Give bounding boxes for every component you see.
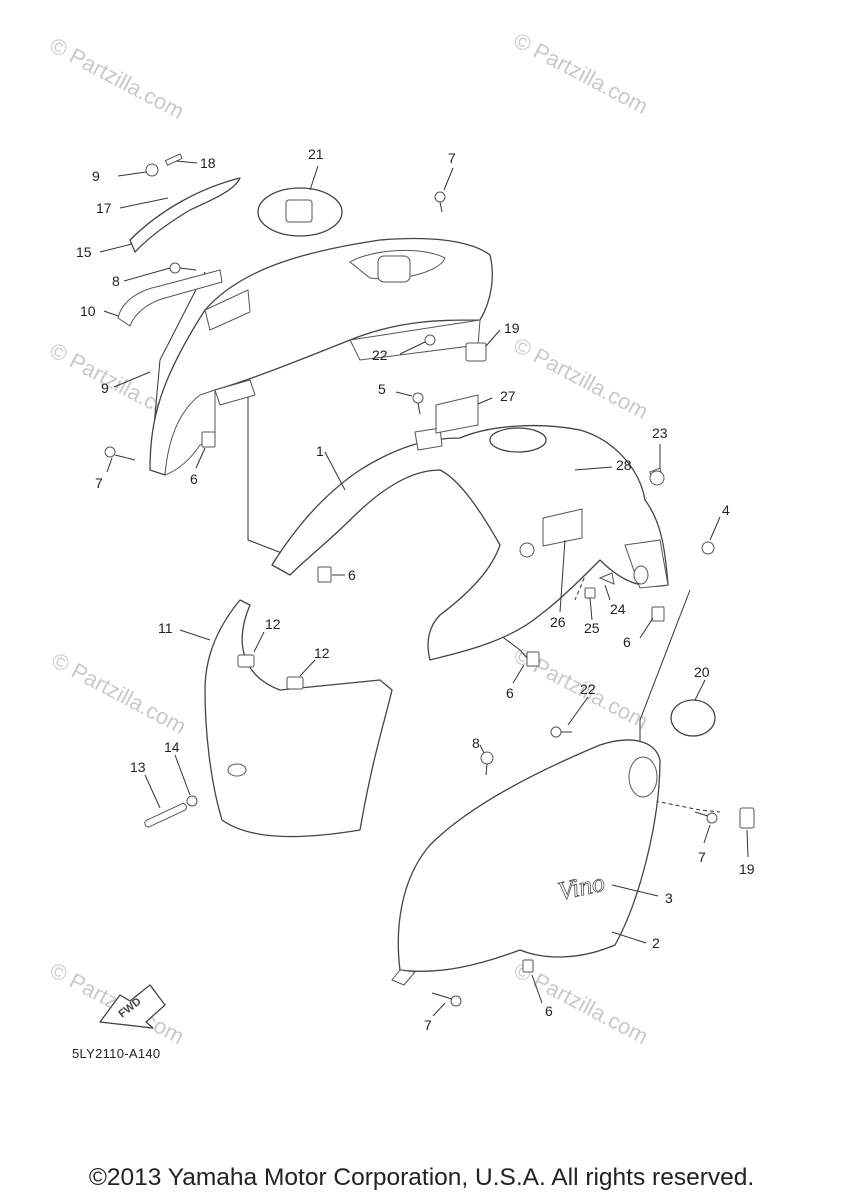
callout-5: 5 [378, 381, 386, 397]
rear-top-cover [149, 237, 493, 476]
side-cover: Vino [391, 739, 661, 986]
callout-7: 7 [698, 849, 706, 865]
callout-17: 17 [96, 200, 112, 216]
callout-23: 23 [652, 425, 668, 441]
callout-24: 24 [610, 601, 626, 617]
callout-leaders [99, 160, 749, 1017]
callout-1: 1 [316, 443, 324, 459]
inset-bubble [257, 187, 446, 283]
callout-28: 28 [616, 457, 632, 473]
leg-shield [204, 599, 393, 838]
callout-13: 13 [130, 759, 146, 775]
callout-numbers: 9 18 17 15 8 10 9 21 7 22 19 5 27 7 6 1 … [76, 146, 755, 1033]
callout-12: 12 [314, 645, 330, 661]
assembly-line [599, 789, 721, 813]
rear-trim [129, 153, 241, 253]
rear-emblem [117, 269, 223, 327]
callout-21: 21 [308, 146, 324, 162]
callout-7: 7 [448, 150, 456, 166]
callout-22: 22 [372, 347, 388, 363]
callout-12: 12 [265, 616, 281, 632]
callout-16: 9 [92, 168, 100, 184]
watermark: © Partzilla.com [510, 27, 653, 119]
callout-7: 7 [424, 1017, 432, 1033]
callout-26: 26 [550, 614, 566, 630]
callout-4: 4 [722, 502, 730, 518]
callout-8: 8 [472, 735, 480, 751]
callout-6: 6 [506, 685, 514, 701]
callout-6: 6 [623, 634, 631, 650]
caution-labels [435, 394, 583, 547]
fwd-arrow: FWD [99, 984, 166, 1029]
callout-2: 2 [652, 935, 660, 951]
inner-frame [271, 424, 669, 661]
diagram-code: 5LY2110-A140 [72, 1046, 161, 1061]
watermark: © Partzilla.com [510, 332, 653, 424]
callout-19: 19 [504, 320, 520, 336]
callout-25: 25 [584, 620, 600, 636]
callout-9: 9 [101, 380, 109, 396]
callout-6: 6 [545, 1003, 553, 1019]
callout-6: 6 [190, 471, 198, 487]
watermark: © Partzilla.com [48, 647, 191, 739]
callout-27: 27 [500, 388, 516, 404]
callout-8: 8 [112, 273, 120, 289]
callout-14: 14 [164, 739, 180, 755]
copyright-notice: ©2013 Yamaha Motor Corporation, U.S.A. A… [88, 1164, 755, 1191]
watermark: © Partzilla.com [46, 32, 189, 124]
callout-18: 18 [200, 155, 216, 171]
callout-20: 20 [694, 664, 710, 680]
callout-3: 3 [665, 890, 673, 906]
callout-6: 6 [348, 567, 356, 583]
small-parts [201, 342, 755, 973]
callout-19: 19 [739, 861, 755, 877]
callout-11: 11 [158, 620, 173, 636]
callout-22: 22 [580, 681, 596, 697]
fasteners [104, 191, 718, 1007]
callout-7: 7 [95, 475, 103, 491]
callout-15: 15 [76, 244, 92, 260]
callout-10: 10 [80, 303, 96, 319]
